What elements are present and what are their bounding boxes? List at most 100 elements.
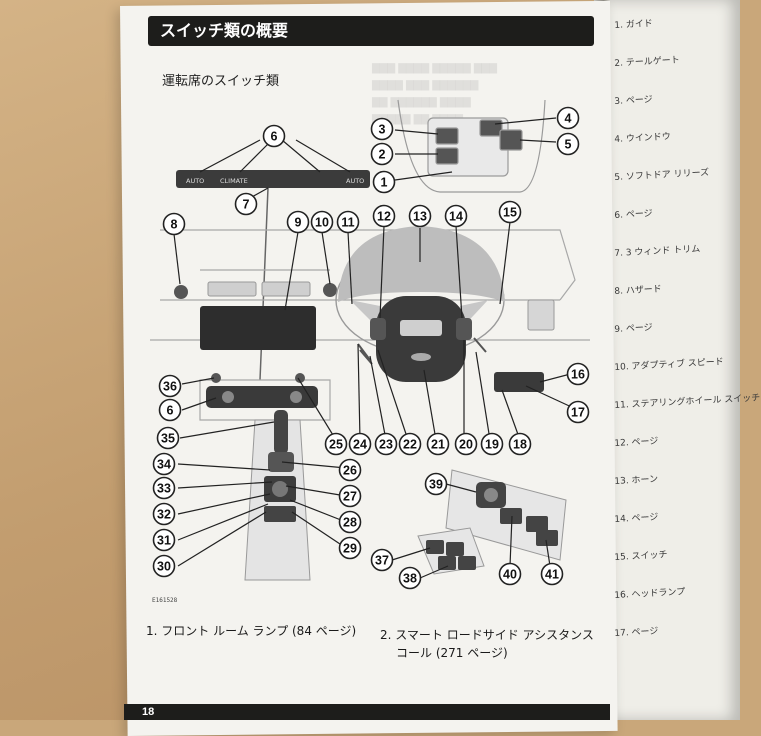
svg-text:2: 2 <box>379 148 386 162</box>
svg-text:5: 5 <box>565 138 572 152</box>
callout-4: 4 <box>556 106 580 130</box>
callout-18: 18 <box>508 432 532 456</box>
callout-37: 37 <box>370 548 394 572</box>
callout-22: 22 <box>398 432 422 456</box>
show-through-text: ▇▇▇ ▇▇▇▇ ▇▇▇▇▇ ▇▇▇▇▇▇▇ ▇▇▇ ▇▇▇▇▇▇▇▇ ▇▇▇▇… <box>372 63 497 125</box>
svg-text:37: 37 <box>375 554 389 568</box>
svg-text:24: 24 <box>353 438 367 452</box>
callout-35: 35 <box>156 426 180 450</box>
svg-text:25: 25 <box>329 438 343 452</box>
mirror-switch-panel <box>417 527 485 575</box>
callout-39: 39 <box>424 472 448 496</box>
callout-33: 33 <box>152 476 176 500</box>
svg-text:29: 29 <box>343 542 357 556</box>
callout-1: 1 <box>372 170 396 194</box>
callout-23: 23 <box>374 432 398 456</box>
svg-text:21: 21 <box>431 438 445 452</box>
callout-11: 11 <box>336 210 360 234</box>
svg-text:19: 19 <box>485 438 499 452</box>
callout-15: 15 <box>498 200 522 224</box>
svg-text:27: 27 <box>343 490 357 504</box>
center-console <box>244 410 311 581</box>
touchscreen <box>200 306 316 350</box>
svg-text:20: 20 <box>459 438 473 452</box>
caption-1-number: 1. <box>146 624 158 638</box>
callout-20: 20 <box>454 432 478 456</box>
page-number: 18 <box>142 706 155 718</box>
svg-text:30: 30 <box>157 560 171 574</box>
callout-29: 29 <box>338 536 362 560</box>
footer-bar <box>124 704 610 720</box>
callout-21: 21 <box>426 432 450 456</box>
climate-auto-left: AUTO <box>186 177 204 185</box>
callout-28: 28 <box>338 510 362 534</box>
callout-40: 40 <box>498 562 522 586</box>
callout-19: 19 <box>480 432 504 456</box>
svg-text:14: 14 <box>449 210 463 224</box>
svg-text:28: 28 <box>343 516 357 530</box>
svg-text:17: 17 <box>571 406 585 420</box>
callout-41: 41 <box>540 562 564 586</box>
door-window-panel <box>445 469 567 561</box>
callout-3: 3 <box>370 117 394 141</box>
callout-16: 16 <box>566 362 590 386</box>
svg-text:40: 40 <box>503 568 517 582</box>
callout-7: 7 <box>234 192 258 216</box>
svg-text:38: 38 <box>403 572 417 586</box>
callout-6-top: 6 <box>262 124 286 148</box>
callout-24: 24 <box>348 432 372 456</box>
svg-text:6: 6 <box>167 404 174 418</box>
callout-12: 12 <box>372 204 396 228</box>
callout-17: 17 <box>566 400 590 424</box>
svg-text:16: 16 <box>571 368 585 382</box>
callout-25: 25 <box>324 432 348 456</box>
svg-text:34: 34 <box>157 458 171 472</box>
svg-text:41: 41 <box>545 568 559 582</box>
dashboard-diagram: AUTO CLIMATE AUTO <box>150 99 590 581</box>
climate-auto-right: AUTO <box>346 177 364 185</box>
svg-text:1: 1 <box>381 176 388 190</box>
svg-text:22: 22 <box>403 438 417 452</box>
svg-text:35: 35 <box>161 432 175 446</box>
caption-2-number: 2. <box>380 628 392 642</box>
svg-text:31: 31 <box>157 534 171 548</box>
svg-text:11: 11 <box>341 216 354 230</box>
svg-text:7: 7 <box>243 198 250 212</box>
section-subtitle: 運転席のスイッチ類 <box>162 74 280 89</box>
figure-code: E161528 <box>152 597 178 604</box>
svg-text:39: 39 <box>429 478 443 492</box>
dashboard-outline <box>150 229 590 421</box>
callout-31: 31 <box>152 528 176 552</box>
svg-text:26: 26 <box>343 464 357 478</box>
callout-36: 36 <box>158 374 182 398</box>
callout-32: 32 <box>152 502 176 526</box>
svg-text:8: 8 <box>171 218 178 232</box>
svg-text:36: 36 <box>163 380 177 394</box>
callout-8: 8 <box>162 212 186 236</box>
caption-1: 1. フロント ルーム ランプ (84 ページ) <box>146 622 366 640</box>
callout-26: 26 <box>338 458 362 482</box>
svg-text:32: 32 <box>157 508 171 522</box>
caption-2-text-cont: コール (271 ページ) <box>396 646 508 660</box>
climate-panel: AUTO CLIMATE AUTO <box>176 170 370 188</box>
caption-1-text: フロント ルーム ランプ (84 ページ) <box>161 624 357 638</box>
svg-text:4: 4 <box>565 112 572 126</box>
steering-wheel <box>335 226 505 382</box>
callout-6-bottom: 6 <box>158 398 182 422</box>
svg-text:15: 15 <box>503 206 517 220</box>
page-title: スイッチ類の概要 <box>148 16 594 46</box>
climate-label: CLIMATE <box>220 177 248 185</box>
callout-5: 5 <box>556 132 580 156</box>
svg-text:23: 23 <box>379 438 393 452</box>
caption-2: 2. スマート ロードサイド アシスタンス コール (271 ページ) <box>380 626 610 662</box>
callout-34: 34 <box>152 452 176 476</box>
callout-30: 30 <box>152 554 176 578</box>
caption-2-text: スマート ロードサイド アシスタンス <box>395 628 594 642</box>
svg-text:9: 9 <box>295 216 302 230</box>
svg-text:33: 33 <box>157 482 171 496</box>
svg-text:13: 13 <box>413 210 427 224</box>
callout-2: 2 <box>370 142 394 166</box>
door-switch-panel <box>494 372 544 392</box>
callout-10: 10 <box>310 210 334 234</box>
svg-text:18: 18 <box>513 438 527 452</box>
